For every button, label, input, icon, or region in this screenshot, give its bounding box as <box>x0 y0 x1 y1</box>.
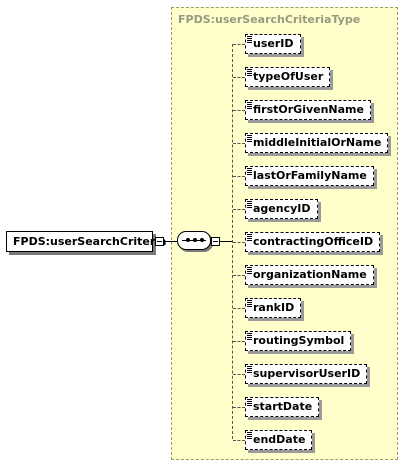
connector-middleInitialOrName <box>233 143 245 144</box>
element-label: agencyID <box>253 202 311 215</box>
element-label: endDate <box>253 433 306 446</box>
element-label: middleInitialOrName <box>253 136 382 149</box>
documentation-icon <box>247 366 252 373</box>
element-rankID[interactable]: rankID <box>245 298 302 318</box>
element-startDate[interactable]: startDate <box>245 397 320 417</box>
root-element-label: FPDS:userSearchCriteria <box>13 235 167 248</box>
complex-type-title: FPDS:userSearchCriteriaType <box>178 13 361 26</box>
connector-routingSymbol <box>233 341 245 342</box>
sequence-compositor <box>177 231 211 250</box>
sequence-collapse-toggle-icon[interactable] <box>211 237 220 246</box>
documentation-icon <box>247 36 252 43</box>
connector-typeOfUser <box>233 77 245 78</box>
root-element-box[interactable]: FPDS:userSearchCriteria <box>6 231 166 252</box>
documentation-icon <box>247 432 252 439</box>
element-lastOrFamilyName[interactable]: lastOrFamilyName <box>245 166 374 186</box>
element-organizationName[interactable]: organizationName <box>245 265 374 285</box>
element-label: routingSymbol <box>253 334 345 347</box>
element-supervisorUserID[interactable]: supervisorUserID <box>245 364 368 384</box>
connector-lastOrFamilyName <box>233 176 245 177</box>
connector-supervisorUserID <box>233 374 245 375</box>
connector-firstOrGivenName <box>233 110 245 111</box>
connector-sequence-to-trunk <box>220 241 232 242</box>
documentation-icon <box>247 267 252 274</box>
element-endDate[interactable]: endDate <box>245 430 313 450</box>
connector-contractingOfficeID <box>233 242 245 243</box>
documentation-icon <box>247 135 252 142</box>
connector-userID <box>233 44 245 45</box>
connector-endDate <box>233 440 245 441</box>
documentation-icon <box>247 234 252 241</box>
connector-startDate <box>233 407 245 408</box>
root-collapse-toggle-icon[interactable] <box>155 237 164 246</box>
documentation-icon <box>247 333 252 340</box>
connector-organizationName <box>233 275 245 276</box>
connector-agencyID <box>233 209 245 210</box>
element-label: supervisorUserID <box>253 367 361 380</box>
documentation-icon <box>247 168 252 175</box>
element-label: contractingOfficeID <box>253 235 374 248</box>
element-label: firstOrGivenName <box>253 103 364 116</box>
element-label: lastOrFamilyName <box>253 169 367 182</box>
documentation-icon <box>247 201 252 208</box>
documentation-icon <box>247 399 252 406</box>
element-agencyID[interactable]: agencyID <box>245 199 318 219</box>
sequence-trunk-line <box>232 44 233 439</box>
element-routingSymbol[interactable]: routingSymbol <box>245 331 352 351</box>
connector-rankID <box>233 308 245 309</box>
element-label: userID <box>253 37 294 50</box>
element-label: startDate <box>253 400 313 413</box>
element-middleInitialOrName[interactable]: middleInitialOrName <box>245 133 389 153</box>
documentation-icon <box>247 102 252 109</box>
element-contractingOfficeID[interactable]: contractingOfficeID <box>245 232 381 252</box>
element-typeOfUser[interactable]: typeOfUser <box>245 67 331 87</box>
element-label: rankID <box>253 301 295 314</box>
element-userID[interactable]: userID <box>245 34 301 54</box>
documentation-icon <box>247 69 252 76</box>
element-label: typeOfUser <box>253 70 324 83</box>
element-firstOrGivenName[interactable]: firstOrGivenName <box>245 100 371 120</box>
element-label: organizationName <box>253 268 367 281</box>
documentation-icon <box>247 300 252 307</box>
connector-root-to-sequence <box>165 241 177 242</box>
